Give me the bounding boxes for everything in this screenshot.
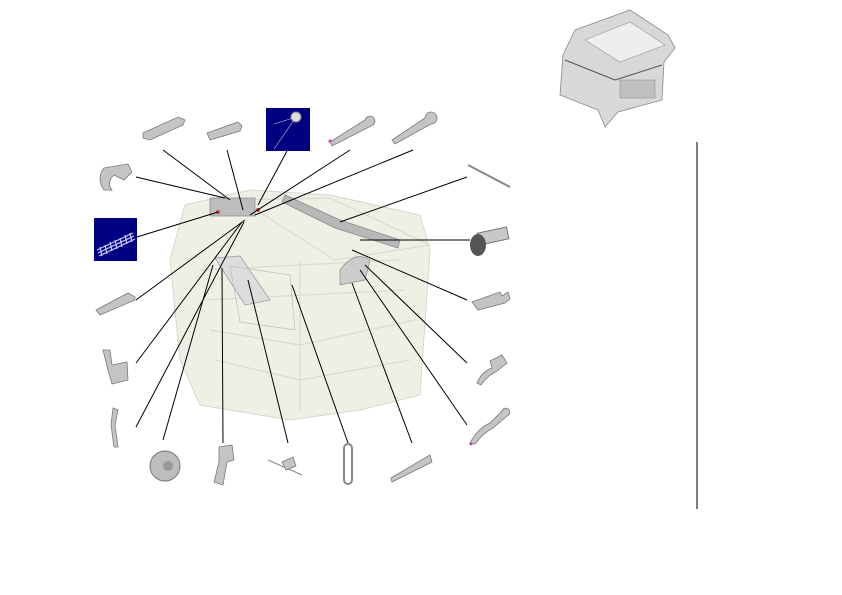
highlight-box [94, 218, 137, 261]
part-bracket [142, 116, 186, 141]
part-spring [94, 218, 137, 261]
part-arm [328, 115, 376, 147]
overview-inset [559, 9, 676, 128]
part-arm-right-bottom [469, 407, 511, 446]
part-band [343, 443, 353, 485]
part-flap [267, 456, 303, 476]
part-latch [213, 444, 235, 486]
part-rod [467, 164, 511, 188]
center-plate [214, 255, 271, 306]
part-roller [149, 450, 181, 482]
highlight-box [266, 108, 310, 151]
part-plate-left [95, 292, 136, 316]
leader-lines [135, 149, 470, 444]
part-lever [206, 121, 243, 141]
part-pin [470, 226, 510, 256]
part-hook [99, 163, 133, 191]
part-shaft-small [266, 108, 310, 151]
part-gear-arm [391, 111, 438, 145]
part-plate-right [471, 291, 511, 311]
part-bracket-tab [102, 349, 129, 385]
main-assembly [169, 189, 433, 421]
part-lever-right [476, 354, 508, 386]
top-bracket-assembly [209, 197, 256, 217]
part-clip [110, 407, 119, 448]
part-rail [390, 454, 433, 483]
